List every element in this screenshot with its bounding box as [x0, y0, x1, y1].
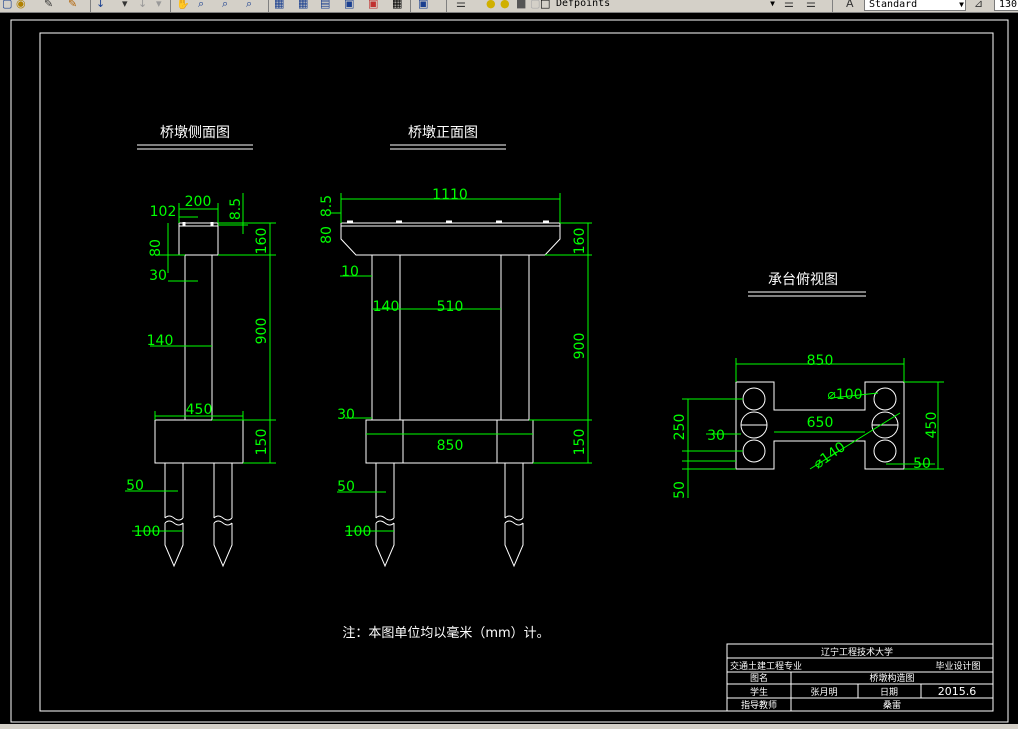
title-block: 辽宁工程技术大学 交通土建工程专业 毕业设计图 图名 桥墩构造图 学生 张月明 …: [726, 643, 994, 712]
dim-front-85: 8.5: [319, 195, 335, 217]
dropdown-icon[interactable]: ▾: [156, 0, 162, 10]
side-view-title: 桥墩侧面图: [160, 125, 230, 141]
text-style-value: Standard: [869, 0, 918, 10]
dim-front-850: 850: [437, 438, 464, 454]
dim-front-100: 100: [345, 524, 372, 540]
tb-advisor-label: 指导教师: [741, 699, 777, 711]
chevron-down-icon[interactable]: ▼: [770, 0, 775, 8]
text-style-icon[interactable]: A: [846, 0, 854, 10]
chevron-down-icon[interactable]: ▼: [959, 0, 964, 9]
dim-plan-30: 30: [707, 428, 725, 444]
layer-select-value: Defpoints: [556, 0, 611, 9]
dim-side-140: 140: [147, 333, 174, 349]
dim-style-select[interactable]: 130: [994, 0, 1018, 11]
dim-plan-450: 450: [924, 412, 940, 439]
drawing-canvas[interactable]: 桥墩侧面图: [0, 13, 1018, 724]
layer-prev-icon[interactable]: ☰: [806, 0, 816, 10]
zoom-previous-icon[interactable]: ⌕: [222, 0, 229, 10]
tool-palette-icon[interactable]: ▤: [320, 0, 331, 10]
dim-front-150: 150: [572, 429, 588, 456]
open-icon[interactable]: ◉: [16, 0, 26, 10]
dim-side-85: 8.5: [228, 198, 244, 220]
tb-date-label: 日期: [880, 687, 898, 698]
dim-plan-850: 850: [807, 353, 834, 369]
dim-style-value: 130: [999, 0, 1018, 10]
redo-icon[interactable]: ▾: [122, 0, 128, 10]
zoom-realtime-icon[interactable]: ✋: [176, 0, 190, 10]
dim-front-80: 80: [319, 226, 335, 244]
pan-icon[interactable]: ✎: [68, 0, 78, 10]
dim-front-10: 10: [341, 264, 359, 280]
dim-style-icon[interactable]: ⊿: [974, 0, 984, 10]
dim-front-510: 510: [437, 299, 464, 315]
new-icon[interactable]: ▢: [2, 0, 13, 10]
color-swatch-icon[interactable]: □: [540, 0, 551, 10]
help-icon[interactable]: ▣: [418, 0, 429, 10]
dim-side-80: 80: [148, 239, 164, 257]
zoom-window-icon[interactable]: ⌕: [198, 0, 205, 10]
drawing-note: 注：本图单位均以毫米（mm）计。: [342, 625, 549, 641]
redo-disabled-icon: ↓: [138, 0, 148, 10]
dim-plan-250: 250: [672, 414, 688, 441]
inner-frame: [39, 32, 994, 712]
layer-icon[interactable]: ☰: [456, 0, 466, 10]
lock-icon[interactable]: ■: [516, 0, 527, 10]
tb-doc-type: 毕业设计图: [935, 660, 980, 672]
outer-frame: [10, 19, 1009, 723]
sheet-set-icon[interactable]: ▣: [344, 0, 355, 10]
cad-toolbar: ▢ ◉ ✎ ✎ ↓ ▾ ↓ ▾ ✋ ⌕ ⌕ ⌕ ▦ ▦ ▤ ▣ ▣ ▦ ▣ ☰ …: [0, 0, 1018, 13]
dim-front-1110: 1110: [432, 187, 468, 203]
lightbulb-icon[interactable]: ●: [486, 0, 496, 10]
text-style-select[interactable]: Standard ▼: [864, 0, 966, 11]
dim-side-150: 150: [254, 429, 270, 456]
side-view: 桥墩侧面图: [125, 125, 276, 568]
layer-select[interactable]: Defpoints ▼: [552, 0, 776, 11]
tb-drawing-name: 桥墩构造图: [869, 672, 914, 684]
dim-front-30: 30: [337, 407, 355, 423]
tb-university: 辽宁工程技术大学: [821, 646, 893, 658]
dim-plan-50-left: 50: [672, 481, 688, 499]
dim-side-50: 50: [126, 478, 144, 494]
tb-major: 交通土建工程专业: [730, 660, 802, 672]
dim-front-160: 160: [572, 228, 588, 255]
markup-icon[interactable]: ▣: [368, 0, 379, 10]
dim-front-140: 140: [373, 299, 400, 315]
sun-icon[interactable]: ●: [500, 0, 510, 10]
dim-front-50: 50: [337, 479, 355, 495]
dim-side-100: 100: [134, 524, 161, 540]
tb-student-name: 张月明: [810, 687, 837, 698]
table-icon[interactable]: ▦: [392, 0, 403, 10]
zoom-extents-icon[interactable]: ⌕: [246, 0, 253, 10]
front-view-title: 桥墩正面图: [408, 125, 478, 141]
dim-side-200: 200: [185, 194, 212, 210]
front-view: 桥墩正面图: [319, 125, 592, 568]
status-strip: [0, 724, 1018, 729]
paint-icon[interactable]: ✎: [44, 0, 54, 10]
layer-states-icon[interactable]: ☰: [784, 0, 794, 10]
dim-side-30: 30: [149, 268, 167, 284]
dim-front-900: 900: [572, 333, 588, 360]
dim-plan-50-right: 50: [913, 456, 931, 472]
dim-side-900: 900: [254, 318, 270, 345]
dim-plan-650: 650: [807, 415, 834, 431]
plan-view-title: 承台俯视图: [768, 272, 838, 288]
dim-side-160: 160: [254, 228, 270, 255]
tb-drawing-name-label: 图名: [750, 672, 768, 684]
color-icon[interactable]: ▢: [530, 0, 541, 10]
tb-student-label: 学生: [750, 686, 768, 698]
dim-plan-d100: ⌀100: [827, 387, 862, 403]
properties-icon[interactable]: ▦: [274, 0, 285, 10]
undo-icon[interactable]: ↓: [96, 0, 106, 10]
tb-date-value: 2015.6: [938, 685, 977, 698]
design-center-icon[interactable]: ▦: [298, 0, 309, 10]
dim-side-450: 450: [186, 402, 213, 418]
tb-advisor-name: 桑雷: [883, 700, 901, 711]
dim-side-102: 102: [150, 204, 177, 220]
